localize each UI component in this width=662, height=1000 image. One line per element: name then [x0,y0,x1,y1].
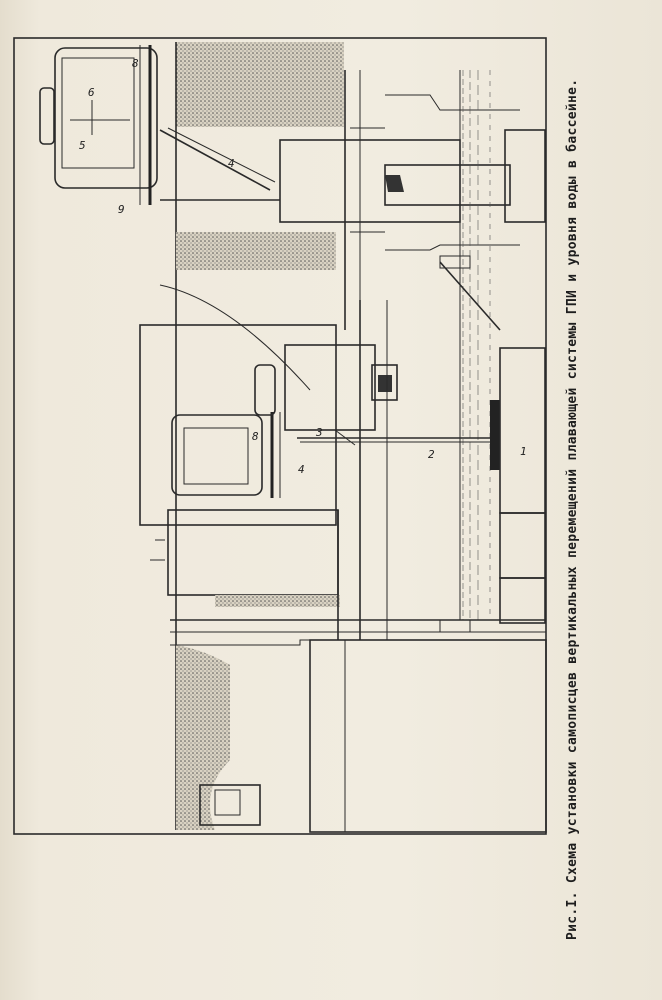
caption-container: Рис.I. Схема установки самописцев вертик… [560,40,640,940]
wall-middle [176,232,336,270]
frame [13,37,547,835]
housing-right-3 [499,577,546,624]
marker-8-top: 8 [132,57,139,70]
wall-top [176,42,344,127]
float-chamber-top [279,70,546,330]
base-block [309,639,547,833]
marker-1: 1 [520,445,527,458]
ground-stand [199,784,261,826]
marker-3: 3 [315,426,323,439]
float-mechanism-center [284,300,500,640]
marker-4-middle: 4 [298,463,305,476]
ground-hatch-bottom [176,645,230,830]
recorder-top [39,45,158,205]
marker-8-middle: 8 [252,430,259,443]
water-pool [459,70,491,620]
marker-9: 9 [118,203,125,216]
marker-6: 6 [88,86,95,99]
wall-lower-strip [215,595,340,607]
marker-5: 5 [79,139,86,152]
recorder-middle [139,284,337,526]
figure-caption: Рис.I. Схема установки самописцев вертик… [565,78,580,940]
marker-2: 2 [428,448,435,461]
marker-4-top: 4 [228,157,235,170]
